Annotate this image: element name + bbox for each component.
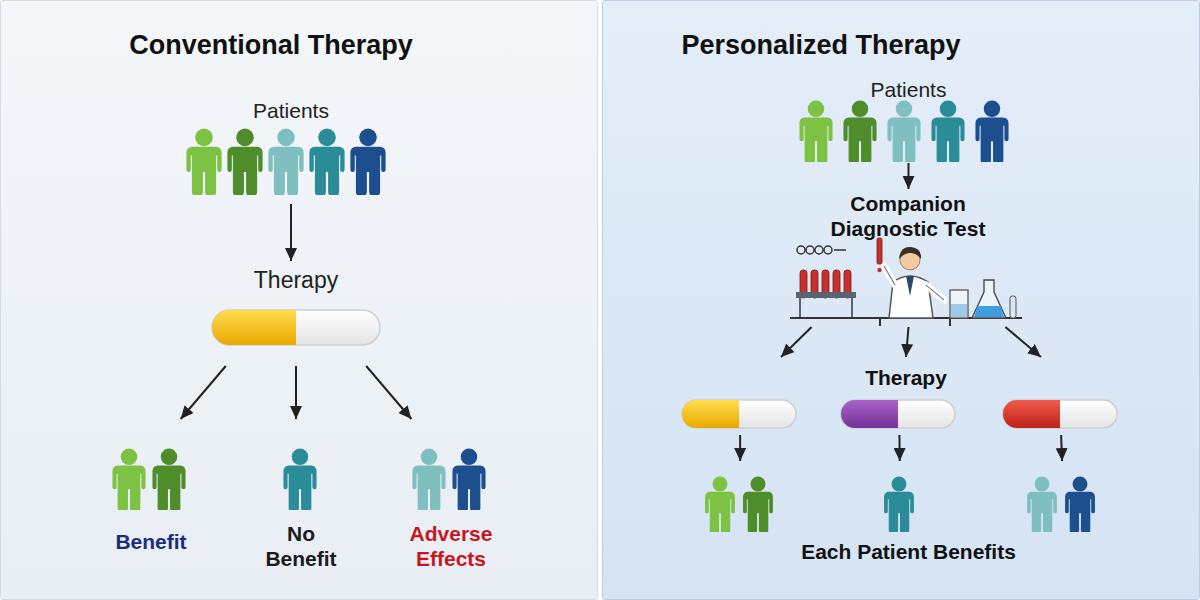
scientist-arm [926, 285, 944, 300]
scientist-arm-outline [926, 285, 944, 300]
flow-arrow [290, 204, 292, 261]
patient-figure [799, 101, 832, 166]
pill-capsule [682, 400, 796, 428]
scientist-arm [884, 266, 895, 285]
flow-arrow [1061, 435, 1062, 461]
scientist-coat [889, 276, 933, 318]
patient-figure [152, 449, 185, 514]
pill-half [1003, 400, 1060, 428]
lab-bench-leg [879, 318, 881, 326]
patient-figure [309, 129, 344, 198]
lab-ring [815, 246, 823, 254]
test-tube [1010, 296, 1016, 318]
node-label: Therapy [206, 266, 386, 294]
pill-capsule [212, 310, 380, 345]
patient-figure [412, 449, 445, 514]
diagnostic-step: Companion Diagnostic Test [781, 189, 1036, 327]
pipette [877, 238, 882, 264]
pill-half [682, 400, 739, 428]
scientist-tie [906, 276, 914, 296]
node-label: Companion Diagnostic Test [808, 191, 1008, 241]
flow-arrow [181, 366, 226, 419]
outcome-group: Adverse Effects [396, 419, 506, 574]
node-label: Patients [786, 77, 1031, 103]
test-tube [811, 270, 818, 298]
patient-group: Patients [176, 96, 406, 204]
pill-half [212, 310, 296, 345]
node-label: Patients [176, 98, 406, 124]
node-label: Therapy [671, 365, 1141, 391]
lab-ring [806, 246, 814, 254]
node-label: Personalized Therapy [621, 29, 1021, 61]
patient-figure [705, 476, 735, 534]
therapy-step: Therapy [206, 261, 386, 366]
lab-ring [824, 246, 832, 254]
patient-figure [186, 129, 221, 198]
pill-half [841, 400, 898, 428]
outcome-group: No Benefit [251, 419, 351, 574]
drop [877, 268, 881, 272]
therapy-panel: Conventional TherapyPatientsTherapyBenef… [0, 0, 598, 600]
patient-figure [743, 476, 773, 534]
node-label: Each Patient Benefits [691, 539, 1126, 565]
flow-arrow [739, 435, 741, 461]
patient-figure [1065, 476, 1095, 534]
pill-capsule [1003, 400, 1117, 428]
tube-rack-leg [799, 298, 801, 318]
flow-arrow [906, 327, 909, 357]
patient-figure [350, 129, 385, 198]
patient-figure [283, 449, 316, 514]
tube-rack-leg [851, 298, 853, 318]
patient-figure [1027, 476, 1057, 534]
scientist-head [900, 250, 920, 270]
lab-bench-leg [949, 318, 951, 326]
patient-figure [452, 449, 485, 514]
patient-figure [887, 101, 920, 166]
patient-figure [975, 101, 1008, 166]
beaker [950, 290, 968, 318]
flask-liquid [974, 306, 1004, 317]
patient-figure [112, 449, 145, 514]
patient-figure [268, 129, 303, 198]
lab-bench [790, 317, 1022, 319]
test-tube [822, 270, 829, 298]
patient-figure [227, 129, 262, 198]
flow-arrow [295, 366, 297, 419]
patient-group: Patients [786, 73, 1031, 163]
flow-arrow [908, 163, 910, 189]
patient-figure [843, 101, 876, 166]
flask [972, 280, 1006, 318]
outcome-group: Each Patient Benefits [691, 461, 1126, 573]
node-label: Conventional Therapy [41, 29, 501, 61]
therapy-panel: Personalized TherapyPatientsCompanion Di… [602, 0, 1200, 600]
node-label: No Benefit [261, 521, 341, 571]
tube-rack [796, 292, 856, 298]
flow-arrow [366, 366, 411, 419]
test-tube [833, 270, 840, 298]
scientist-arm-outline [884, 266, 895, 285]
scientist-hair [899, 247, 921, 259]
flow-arrow [1005, 327, 1041, 357]
test-tube [844, 270, 851, 298]
node-label: Benefit [96, 529, 206, 554]
flow-arrow [898, 435, 900, 461]
flow-arrow [781, 327, 812, 357]
patient-figure [884, 476, 914, 534]
therapy-step: Therapy [671, 357, 1141, 435]
beaker-liquid [951, 304, 967, 317]
lab-ring [797, 246, 805, 254]
outcome-group: Benefit [96, 419, 206, 559]
patient-figure [931, 101, 964, 166]
lab-ring-line [834, 249, 846, 251]
pill-capsule [841, 400, 955, 428]
node-label: Adverse Effects [396, 521, 506, 571]
test-tube [800, 270, 807, 298]
